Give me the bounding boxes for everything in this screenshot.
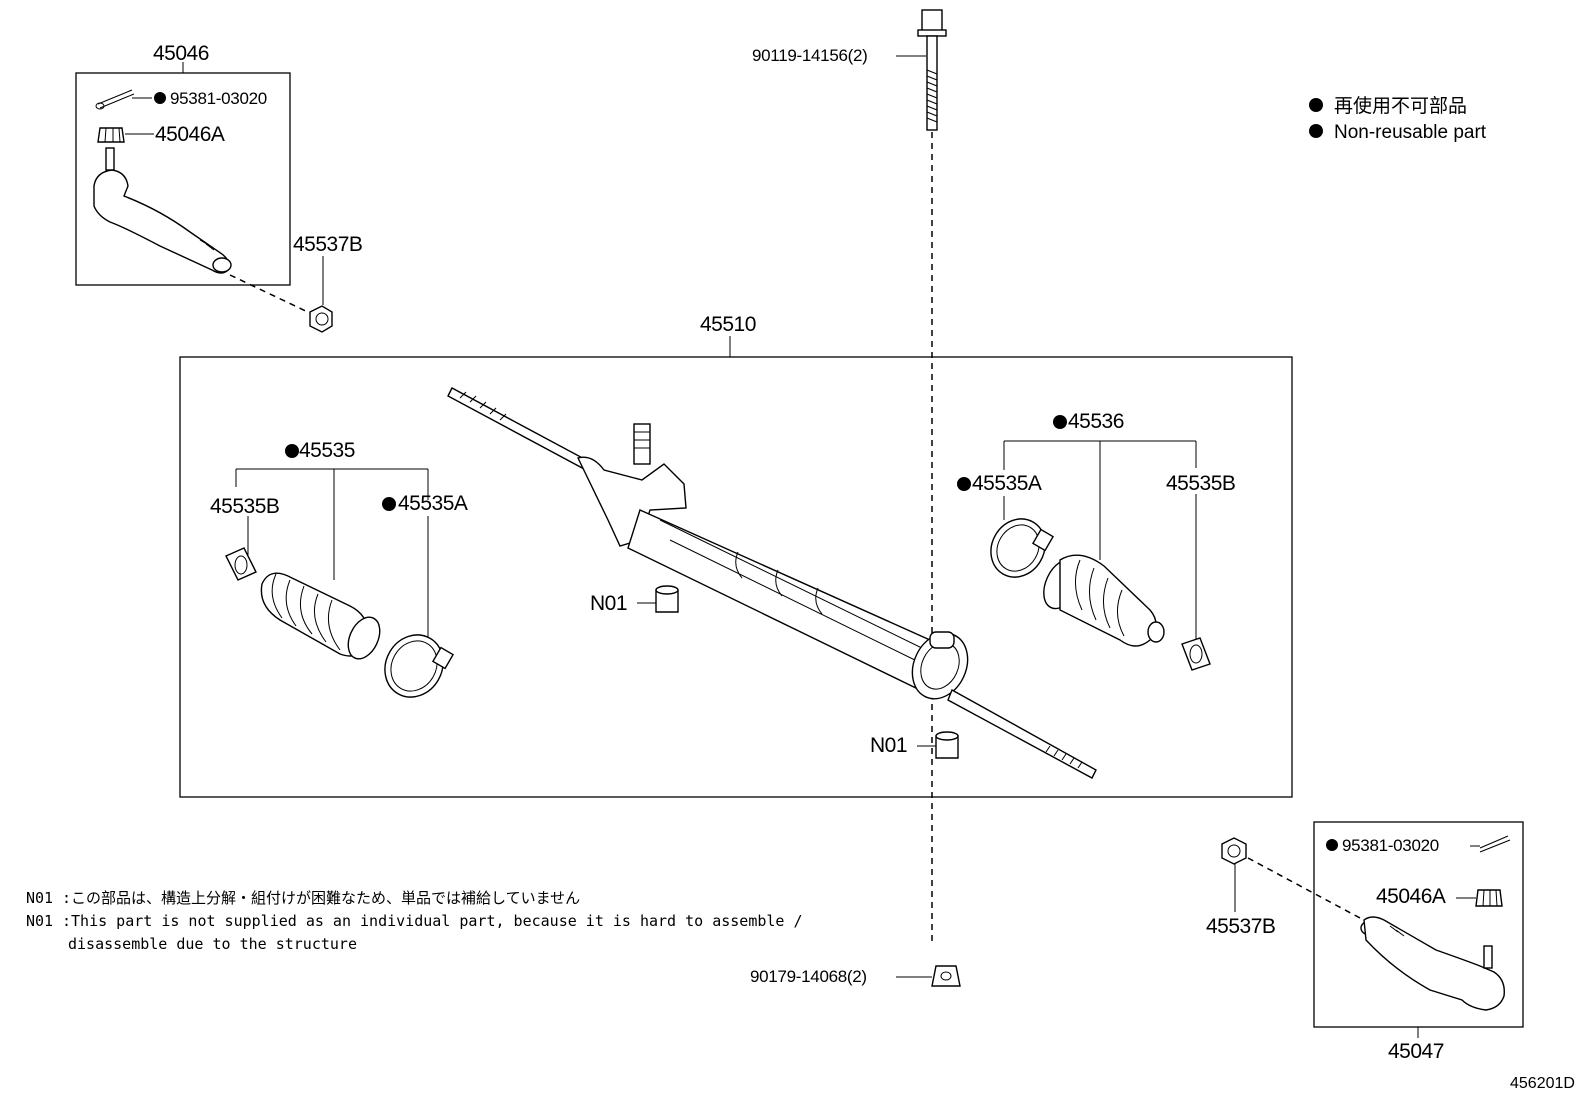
boot-clip-right-icon (1181, 637, 1211, 671)
steering-rack-icon (447, 387, 1097, 779)
n01-label-upper[interactable]: N01 (590, 592, 628, 615)
part-label-95381-03020-lh[interactable]: 95381-03020 (170, 89, 267, 108)
flange-bolt-icon (917, 9, 947, 131)
boot-clip-left-icon (225, 547, 257, 581)
bushing-n01-lower-icon (935, 731, 959, 759)
part-label-45535b-left[interactable]: 45535B (210, 495, 280, 518)
steering-gear-frame (179, 356, 1293, 798)
legend-en: Non-reusable part (1334, 122, 1487, 143)
part-label-45537b-top[interactable]: 45537B (293, 233, 363, 256)
part-label-45510[interactable]: 45510 (700, 313, 756, 336)
tie-rod-end-lh-icon (93, 147, 232, 274)
nut-45537b-rh-icon (1221, 837, 1247, 865)
part-label-nut-bottom[interactable]: 90179-14068(2) (750, 967, 867, 986)
cotter-pin-rh-icon (1479, 835, 1511, 853)
bellows-boot-right-icon (1043, 554, 1165, 647)
note-text-en-line1: :This part is not supplied as an individ… (62, 912, 803, 930)
flange-nut-icon (931, 965, 961, 987)
non-reusable-dot (1326, 839, 1338, 851)
part-label-bolt[interactable]: 90119-14156(2) (752, 46, 868, 65)
legend-jp: 再使用不可部品 (1334, 95, 1467, 117)
non-reusable-dot (1053, 415, 1067, 429)
part-label-45535b-right[interactable]: 45535B (1166, 472, 1236, 495)
non-reusable-dot (285, 444, 299, 458)
nut-45537b-lh-icon (309, 305, 333, 333)
note-text-en-line2: disassemble due to the structure (68, 935, 357, 953)
bellows-boot-left-icon (260, 572, 381, 660)
part-label-95381-03020-rh[interactable]: 95381-03020 (1342, 836, 1439, 855)
part-label-45535[interactable]: 45535 (299, 439, 355, 462)
ring-clamp-left-icon (384, 634, 455, 698)
cotter-pin-icon (95, 89, 135, 110)
part-label-45537b-bottom[interactable]: 45537B (1206, 915, 1276, 938)
ring-clamp-right-icon (990, 518, 1055, 578)
bushing-n01-upper-icon (655, 585, 679, 613)
non-reusable-dot (154, 92, 166, 104)
castle-nut-rh-icon (1475, 889, 1503, 907)
part-label-45046[interactable]: 45046 (153, 42, 209, 65)
tie-rod-end-rh-icon (1360, 916, 1505, 1011)
part-label-45047[interactable]: 45047 (1388, 1040, 1444, 1063)
part-label-45536[interactable]: 45536 (1068, 410, 1124, 433)
note-label-n01-jp: N01 (26, 889, 53, 907)
non-reusable-dot (957, 477, 971, 491)
part-label-45535a-left[interactable]: 45535A (398, 492, 468, 515)
legend-dot-en (1309, 124, 1323, 138)
note-text-jp: :この部品は、構造上分解・組付けが困難なため、単品では補給していません (62, 889, 580, 907)
part-label-45046a-rh[interactable]: 45046A (1376, 885, 1446, 908)
part-label-45535a-right[interactable]: 45535A (972, 472, 1042, 495)
legend-dot-jp (1309, 98, 1323, 112)
diagram-reference-code: 456201D (1510, 1075, 1575, 1092)
note-label-n01-en: N01 (26, 912, 53, 930)
part-label-45046a-lh[interactable]: 45046A (155, 123, 225, 146)
castle-nut-icon (97, 127, 125, 143)
n01-label-lower[interactable]: N01 (870, 734, 908, 757)
non-reusable-dot (382, 497, 396, 511)
